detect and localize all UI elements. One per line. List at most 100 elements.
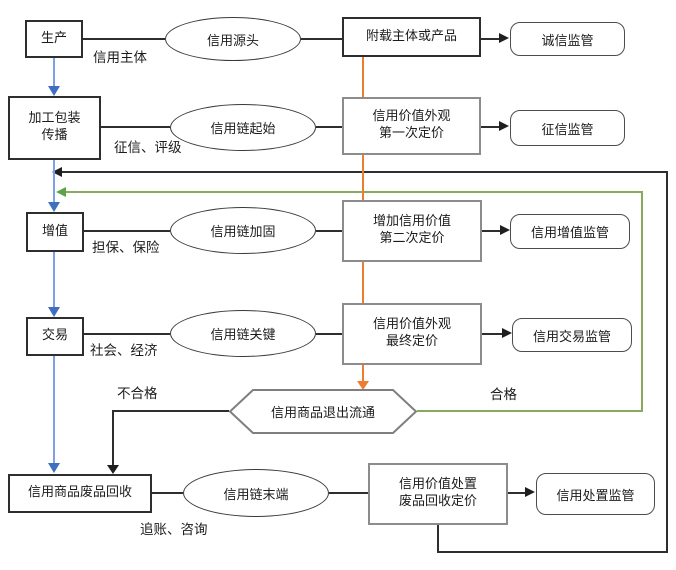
orange-flow-line [362, 365, 364, 382]
value-label2: 最终定价 [385, 334, 438, 349]
regulator-label: 征信监管 [541, 122, 594, 138]
arrowhead-right-icon [500, 225, 510, 235]
value-label: 增加信用价值 [372, 214, 451, 230]
blue-flow-line [53, 160, 55, 203]
arrowhead-right-icon [525, 487, 535, 497]
arrowhead-right-icon [502, 328, 512, 338]
regulator-box-disposal: 信用处置监管 [536, 473, 655, 515]
pass-branch-label: 合格 [490, 387, 517, 403]
value-box-final-pricing: 信用价值外观 最终定价 [342, 303, 482, 365]
value-box-disposal-pricing: 信用价值处置 废品回收定价 [368, 463, 508, 525]
chain-ellipse-chain-start: 信用链起始 [170, 104, 316, 151]
regulator-box-integrity: 诚信监管 [510, 22, 625, 56]
regulator-box-transaction: 信用交易监管 [512, 318, 632, 352]
connector-line [84, 230, 170, 232]
connector-line [83, 38, 165, 40]
connector-line [316, 333, 342, 335]
chain-ellipse-chain-reinforce: 信用链加固 [170, 207, 316, 254]
connector-line [482, 230, 501, 232]
stage-box-appreciation: 增值 [26, 212, 84, 252]
stage-label: 增值 [41, 223, 68, 239]
chain-label: 信用链起始 [210, 122, 276, 137]
value-label: 信用价值外观 [372, 317, 451, 333]
blue-flow-line [53, 356, 55, 464]
connector-line [84, 333, 170, 335]
stage-label: 信用商品废品回收 [27, 485, 132, 501]
fail-branch-label: 不合格 [117, 386, 158, 402]
connector-line [101, 126, 170, 128]
regulator-box-credit-reporting: 征信监管 [510, 110, 625, 146]
connector-line [481, 38, 500, 40]
value-box-attached-subject: 附载主体或产品 [342, 17, 481, 57]
black-feedback-line-bottom [438, 551, 668, 553]
stage-label: 交易 [41, 328, 68, 344]
value-box-second-pricing: 增加信用价值 第二次定价 [342, 200, 482, 262]
regulator-label: 诚信监管 [541, 33, 594, 49]
value-label: 信用价值外观 [372, 109, 451, 125]
stage-box-production: 生产 [25, 20, 83, 58]
black-feedback-line-right [666, 171, 668, 553]
arrowhead-right-icon [499, 121, 509, 131]
stage-box-waste-recycle: 信用商品废品回收 [8, 474, 152, 513]
edge-label-credit-rating: 征信、评级 [114, 140, 182, 156]
blue-flow-line [53, 252, 55, 308]
green-feedback-line-right [641, 191, 643, 411]
chain-ellipse-credit-origin: 信用源头 [165, 17, 301, 61]
value-label: 附载主体或产品 [365, 28, 457, 44]
black-feedback-line-stub [437, 525, 439, 553]
value-label2: 废品回收定价 [398, 494, 477, 509]
chain-ellipse-chain-key: 信用链关键 [170, 310, 316, 357]
orange-flow-line [362, 262, 364, 303]
connector-line [482, 333, 503, 335]
fail-path-line-v [112, 410, 114, 465]
chain-label: 信用源头 [206, 33, 259, 49]
arrowhead-down-black-icon [107, 465, 119, 474]
arrowhead-down-orange-icon [357, 381, 369, 390]
value-label2: 第二次定价 [379, 231, 445, 246]
connector-line [481, 126, 500, 128]
decision-hexagon-exit-circulation [227, 388, 419, 435]
connector-line [508, 492, 526, 494]
stage-box-transaction: 交易 [26, 317, 84, 356]
chain-ellipse-chain-end: 信用链末端 [183, 469, 329, 517]
arrowhead-down-blue-icon [48, 463, 60, 473]
edge-label-society-economy: 社会、经济 [90, 343, 158, 359]
stage-label2: 传播 [41, 128, 68, 143]
arrowhead-down-blue-icon [48, 86, 60, 96]
chain-label: 信用链加固 [210, 225, 276, 240]
stage-box-processing-packaging: 加工包装 传播 [8, 96, 101, 160]
edge-label-debt-consulting: 追账、咨询 [140, 522, 208, 538]
green-feedback-line-top [65, 191, 643, 193]
connector-line [301, 38, 342, 40]
fail-path-line-h [113, 410, 229, 412]
hexagon-shape [228, 389, 418, 434]
blue-flow-line [53, 58, 55, 87]
value-label2: 第一次定价 [378, 126, 444, 141]
arrowhead-left-green-icon [56, 187, 66, 197]
green-feedback-line-bottom [417, 410, 643, 412]
edge-label-credit-subject: 信用主体 [93, 50, 147, 66]
connector-line [329, 492, 368, 494]
regulator-box-appreciation: 信用增值监管 [510, 214, 630, 249]
arrowhead-right-icon [499, 33, 509, 43]
regulator-label: 信用交易监管 [532, 329, 611, 345]
value-label: 信用价值处置 [398, 477, 477, 493]
chain-label: 信用链末端 [223, 487, 289, 503]
connector-line [152, 492, 183, 494]
chain-label: 信用链关键 [210, 328, 276, 343]
regulator-label: 信用处置监管 [556, 488, 635, 504]
edge-label-guarantee-insurance: 担保、保险 [92, 240, 160, 256]
orange-flow-line [362, 155, 364, 200]
arrowhead-left-black-icon [52, 167, 62, 177]
value-box-first-pricing: 信用价值外观 第一次定价 [342, 97, 481, 155]
connector-line [316, 230, 342, 232]
orange-flow-line [362, 57, 364, 97]
connector-line [316, 126, 342, 128]
stage-label: 生产 [40, 30, 67, 46]
black-feedback-line-top [60, 171, 668, 173]
arrowhead-down-blue-icon [48, 307, 60, 317]
arrowhead-down-blue-icon [48, 202, 60, 212]
stage-label: 加工包装 [28, 111, 81, 127]
decision-label: 信用商品退出流通 [270, 406, 375, 421]
